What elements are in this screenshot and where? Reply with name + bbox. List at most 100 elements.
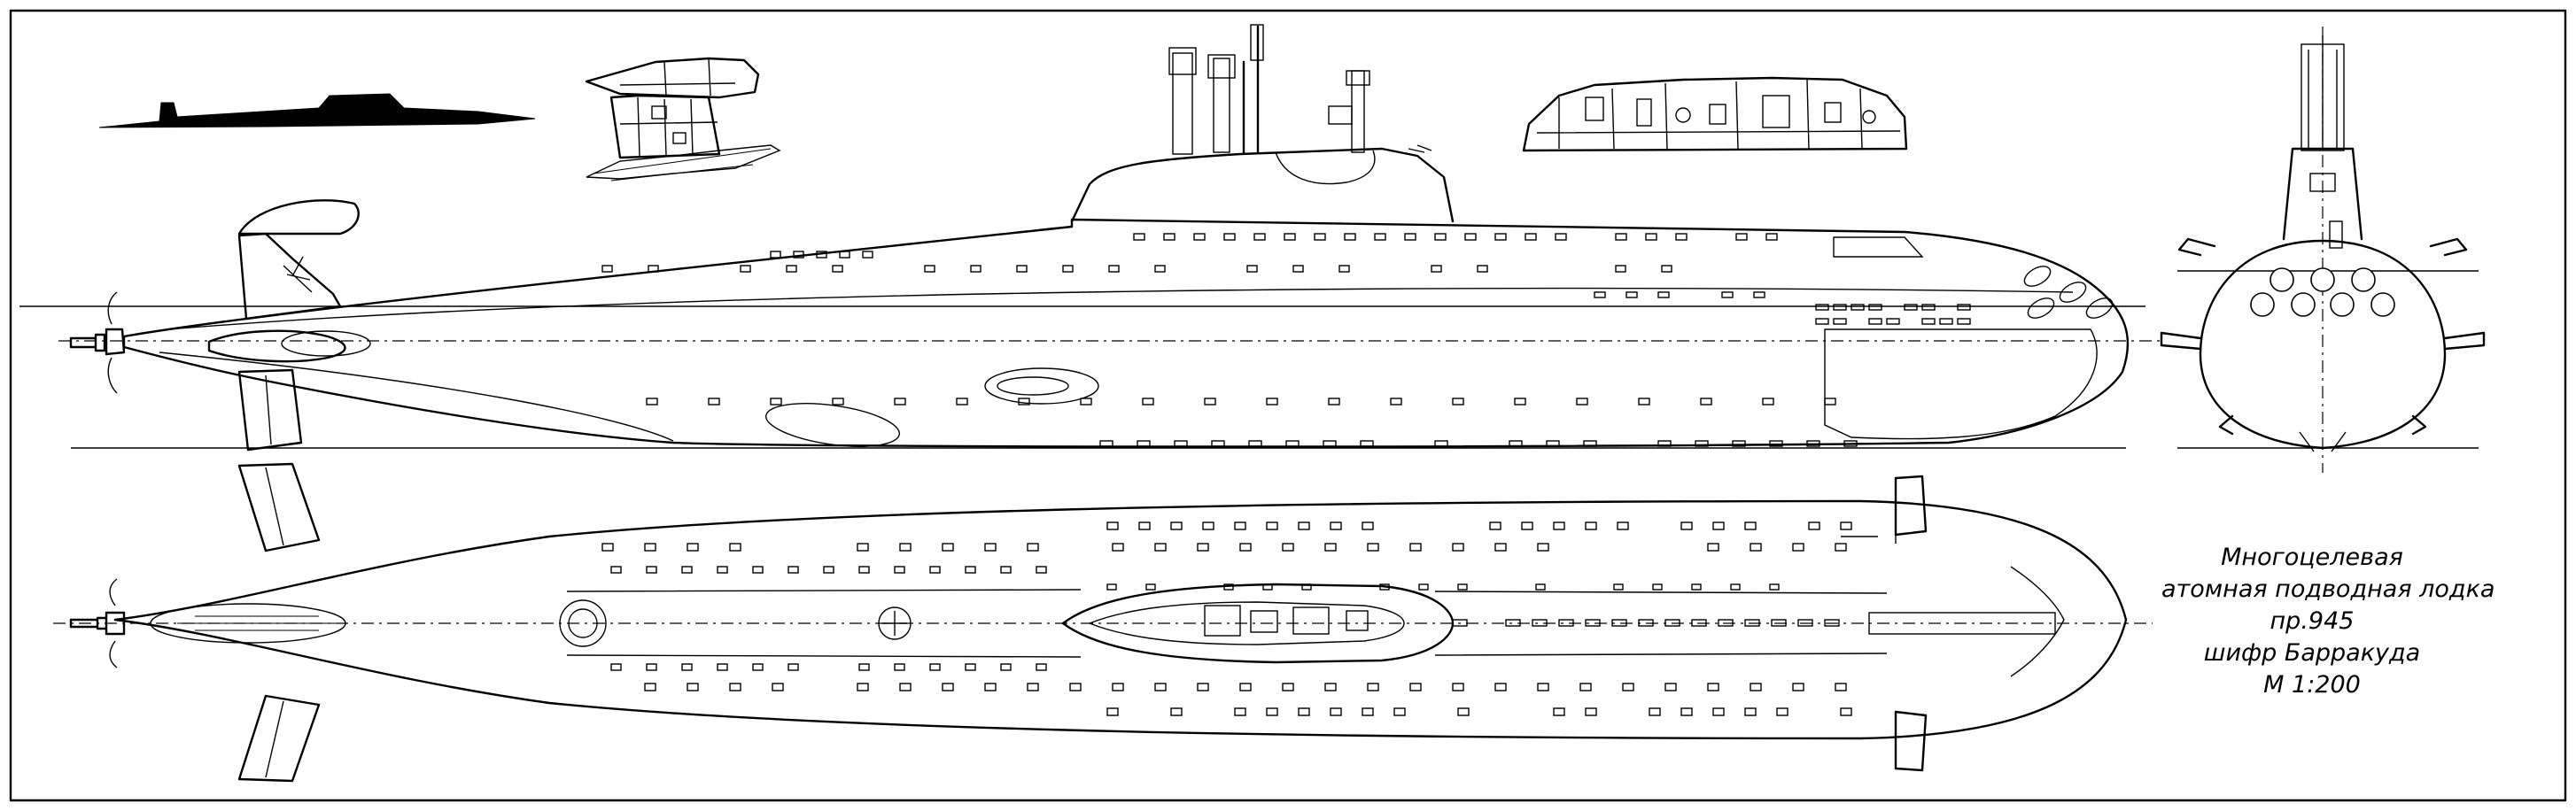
hull-hatch [1301, 583, 1312, 591]
hull-hatch [1657, 440, 1672, 447]
hull-hatch [1234, 521, 1246, 530]
hull-hatch [1792, 683, 1804, 691]
hull-hatch [1771, 619, 1787, 627]
hull-hatch [1163, 233, 1175, 241]
radar-mast [1213, 58, 1230, 153]
hull-hatch [1744, 619, 1760, 627]
hull-hatch [1957, 304, 1971, 311]
hull-hatch [1018, 398, 1030, 406]
hull-hatch [1762, 398, 1774, 406]
hull-hatch [1248, 440, 1262, 447]
hull-hatch [1521, 521, 1533, 530]
hull-hatch [1266, 398, 1278, 406]
hull-hatch [740, 265, 751, 273]
hull-hatch [965, 663, 976, 671]
hull-hatch [1452, 683, 1464, 691]
hull-hatch [1840, 521, 1852, 530]
hull-hatch [942, 683, 954, 691]
hull-hatch [816, 251, 827, 259]
hull-hatch [929, 663, 941, 671]
hull-hatch [1338, 265, 1350, 273]
hull-hatch [956, 398, 968, 406]
hull-hatch [970, 265, 982, 273]
hull-hatch [1452, 398, 1464, 406]
hull-hatch [1505, 619, 1521, 627]
hull-hatch [1806, 440, 1820, 447]
title-line-project: пр.945 [2270, 607, 2355, 635]
hull-hatch [1431, 265, 1442, 273]
hull-hatch [1282, 683, 1294, 691]
hull-hatch [1744, 521, 1757, 530]
hull-hatch [1824, 619, 1840, 627]
hull-hatch [1494, 233, 1507, 241]
hull-hatch [1833, 318, 1847, 325]
hull-hatch [1330, 521, 1342, 530]
hull-hatch [601, 543, 614, 552]
plan-propeller [69, 611, 126, 636]
hull-hatch [1223, 233, 1236, 241]
hull-hatch [1418, 583, 1429, 591]
hull-hatch [1537, 683, 1549, 691]
hull-hatch [1750, 683, 1762, 691]
hull-hatch [1712, 521, 1725, 530]
hull-hatch [1730, 583, 1741, 591]
hull-hatch [1769, 440, 1783, 447]
side-hull [122, 218, 2130, 448]
title-line-type: Многоцелевая [2221, 544, 2403, 571]
hull-hatch [1239, 543, 1252, 552]
hull-hatch [1585, 521, 1597, 530]
hull-hatch [1626, 291, 1638, 298]
hull-hatch [1211, 440, 1225, 447]
hull-hatch [1583, 440, 1597, 447]
hull-hatch [1324, 543, 1337, 552]
plan-stern-fins [237, 462, 321, 783]
hull-hatch [1223, 583, 1234, 591]
hull-hatch [858, 663, 870, 671]
hull-hatch [1851, 304, 1865, 311]
hull-hatch [1323, 440, 1337, 447]
hull-hatch [1594, 291, 1606, 298]
hull-hatch [1027, 683, 1039, 691]
escape-hatch-mid [878, 606, 912, 640]
front-hydroplanes [2177, 237, 2468, 257]
side-elevation [19, 24, 2161, 452]
hull-hatch [1393, 707, 1406, 716]
hull-hatch [1835, 683, 1847, 691]
hull-hatch [1362, 707, 1374, 716]
hull-hatch [1558, 619, 1574, 627]
plan-view [53, 462, 2153, 783]
hull-hatch [1957, 318, 1971, 325]
title-line-codename: шифр Барракуда [2203, 639, 2421, 667]
hull-hatch [1868, 304, 1882, 311]
hull-hatch [1193, 233, 1206, 241]
hull-hatch [832, 398, 844, 406]
hull-hatch [1645, 233, 1657, 241]
hull-hatch [1154, 683, 1167, 691]
hull-hatch [1904, 304, 1918, 311]
hull-hatch [984, 683, 997, 691]
hull-hatch [1494, 683, 1507, 691]
hull-hatch [1282, 543, 1294, 552]
bow-torpedo-doors [2023, 266, 2114, 319]
hull-hatch [1390, 398, 1402, 406]
hull-hatch [1036, 663, 1047, 671]
hull-hatch [1036, 566, 1047, 574]
hull-hatch [862, 251, 873, 259]
hull-hatch [788, 663, 799, 671]
hull-hatch [1434, 440, 1448, 447]
hull-hatch [1362, 521, 1374, 530]
hull-hatch [1649, 707, 1661, 716]
hull-hatch [1868, 318, 1882, 325]
plan-hull-hatches [601, 521, 1852, 716]
hull-hatch [1379, 583, 1390, 591]
hull-hatch [610, 566, 622, 574]
hull-hatch [1553, 521, 1565, 530]
front-view [2160, 27, 2486, 473]
hull-hatch [1000, 566, 1012, 574]
hull-hatch [1016, 265, 1028, 273]
hull-hatch [1661, 265, 1672, 273]
hull-hatch [1137, 440, 1151, 447]
hull-hatch [832, 265, 843, 273]
hull-hatch [1452, 543, 1464, 552]
hull-hatch [1266, 521, 1278, 530]
